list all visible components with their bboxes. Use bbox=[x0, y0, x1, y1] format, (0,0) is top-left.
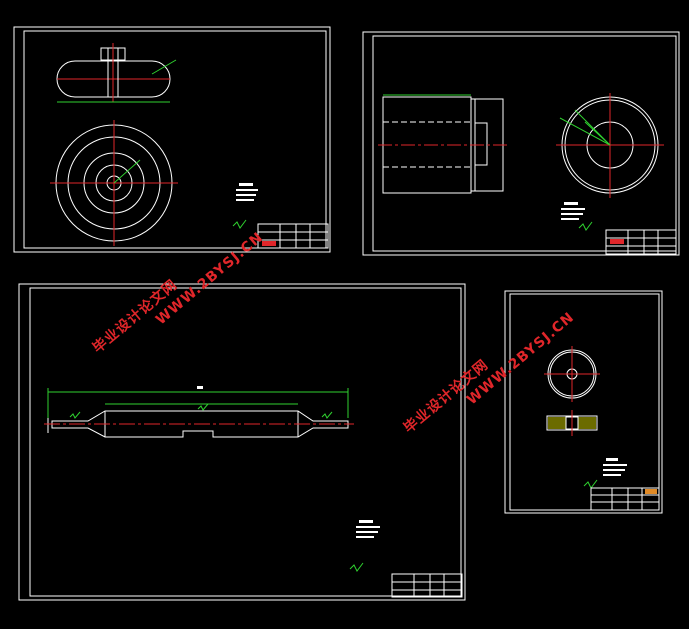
sheet-1-outer-border bbox=[13, 26, 331, 253]
sheet-1 bbox=[13, 26, 331, 253]
sheet-3 bbox=[18, 283, 466, 601]
end-view-leader-1 bbox=[559, 117, 611, 146]
roughness-mark-1 bbox=[232, 219, 247, 229]
notes-block-1 bbox=[236, 183, 258, 201]
title-block-4 bbox=[590, 487, 660, 511]
shaft-rough-mid bbox=[197, 403, 209, 411]
sheet-1-inner-frame bbox=[23, 30, 327, 249]
notes-block-3 bbox=[356, 520, 380, 538]
cylinder-bore bbox=[474, 122, 488, 166]
sheet-2-inner-frame bbox=[372, 35, 677, 252]
roughness-mark-2 bbox=[578, 221, 593, 231]
shaft-rough-right bbox=[321, 411, 333, 419]
sheet-3-outer-border bbox=[18, 283, 466, 601]
shaft-dim-text bbox=[197, 386, 203, 389]
roughness-mark-4 bbox=[583, 479, 598, 489]
part-section-hatch-left bbox=[548, 417, 566, 429]
sheet-3-inner-frame bbox=[29, 287, 462, 597]
notes-block-2 bbox=[561, 202, 585, 220]
sheet-4 bbox=[504, 290, 663, 514]
end-view-leader-3 bbox=[584, 121, 611, 146]
sheet-2-outer-border bbox=[362, 31, 680, 256]
title-block-1 bbox=[257, 223, 329, 249]
sheet-4-inner-frame bbox=[509, 293, 660, 511]
disc-dim-leader bbox=[113, 159, 141, 184]
title-block-3 bbox=[391, 573, 463, 598]
sheet-4-outer-border bbox=[504, 290, 663, 514]
sheet-2 bbox=[362, 31, 680, 256]
roughness-mark-3 bbox=[349, 562, 364, 572]
slot-dim-leader bbox=[151, 59, 177, 75]
notes-block-4 bbox=[603, 458, 627, 476]
part-section-hatch-right bbox=[578, 417, 596, 429]
shaft-rough-left bbox=[69, 411, 81, 419]
title-block-2 bbox=[605, 229, 677, 255]
